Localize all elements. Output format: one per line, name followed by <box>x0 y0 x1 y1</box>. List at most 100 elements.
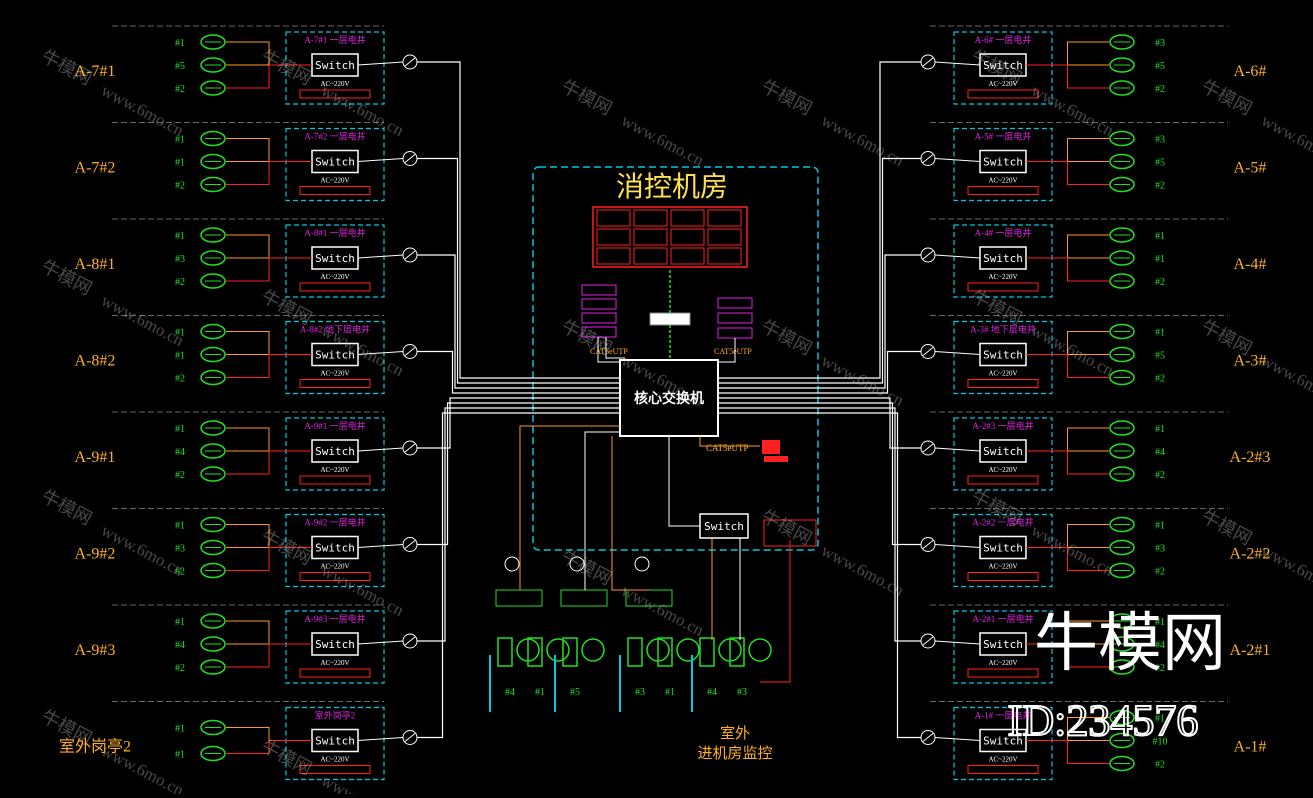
building-label: A-9#3 <box>75 642 116 659</box>
svg-text:牛模网: 牛模网 <box>558 316 615 359</box>
camera-icon <box>200 613 226 629</box>
decoder-stack-left: CAT5eUTP <box>581 284 628 356</box>
camera-icon <box>200 227 226 243</box>
electric-well-label: A-3# 地下层电井 <box>970 324 1036 335</box>
camera-number: #2 <box>1155 374 1165 385</box>
camera-number: #1 <box>175 724 185 735</box>
svg-text:www.6mo.cn: www.6mo.cn <box>1028 81 1117 140</box>
svg-text:www.6mo.cn: www.6mo.cn <box>1258 351 1313 410</box>
building-label: A-7#2 <box>75 160 116 177</box>
power-box <box>299 765 371 774</box>
camera-number: #3 <box>1155 135 1165 146</box>
camera-icon <box>200 443 226 459</box>
electric-well-box <box>953 610 1053 684</box>
building-label: A-2#1 <box>1230 642 1271 659</box>
svg-text:牛模网: 牛模网 <box>558 76 615 119</box>
svg-text:牛模网: 牛模网 <box>258 736 315 779</box>
camera-icon <box>200 346 226 363</box>
camera-number: #1 <box>1155 254 1165 265</box>
power-box <box>299 89 371 99</box>
camera-icon <box>200 659 226 675</box>
camera-number: #5 <box>175 61 185 72</box>
cable-label-pc: CAT5eUTP <box>706 443 749 453</box>
fiber-receiver-box <box>495 589 543 607</box>
electric-well-label: A-9#3 一层电井 <box>304 613 365 624</box>
camera-number: #2 <box>175 567 185 578</box>
camera-icon <box>1109 613 1135 629</box>
bottom-camera-group-1: #5 <box>554 556 608 712</box>
core-switch-label: 核心交换机 <box>634 390 704 407</box>
dome-camera-icon <box>676 638 700 662</box>
power-label: AC~220V <box>320 80 349 88</box>
camera-number: #1 <box>535 687 545 698</box>
camera-icon <box>1109 34 1135 50</box>
camera-number: #2 <box>1155 470 1165 481</box>
camera-number: #2 <box>175 663 185 674</box>
camera-number: #1 <box>175 424 185 435</box>
camera-icon <box>200 250 226 266</box>
camera-icon <box>1109 420 1135 436</box>
electric-well-box <box>285 127 385 202</box>
power-label: AC~220V <box>988 563 1017 571</box>
building-label: A-3# <box>1234 353 1267 370</box>
svg-text:牛模网: 牛模网 <box>1198 76 1255 119</box>
electric-well-label: A-8#1 一层电井 <box>304 227 365 238</box>
bottom-camera-group-0: #4#1 <box>489 556 570 712</box>
camera-number: #2 <box>1155 277 1165 288</box>
electric-well-box <box>953 320 1053 395</box>
camera-icon <box>200 466 226 482</box>
camera-number: #4 <box>1155 640 1165 651</box>
access-switch-label: Switch <box>315 59 355 72</box>
access-switch-label: Switch <box>315 638 355 651</box>
camera-number: #1 <box>1155 231 1165 242</box>
camera-number: #2 <box>1155 663 1165 674</box>
electric-well-box <box>285 706 385 781</box>
camera-number: #1 <box>175 328 185 339</box>
access-switch-label: Switch <box>983 542 1023 555</box>
svg-text:牛模网: 牛模网 <box>758 506 815 549</box>
camera-number: #1 <box>175 135 185 146</box>
camera-icon <box>1109 323 1135 340</box>
camera-number: #2 <box>175 470 185 481</box>
power-box <box>299 282 371 292</box>
access-switch-label: Switch <box>315 156 355 169</box>
power-box <box>967 765 1039 774</box>
camera-icon <box>1109 176 1135 193</box>
fiber-transceiver-icon <box>504 556 520 572</box>
electric-well-label: A-7#1 一层电井 <box>304 34 365 45</box>
power-box <box>967 475 1039 485</box>
camera-icon <box>1109 516 1135 533</box>
camera-number: #1 <box>1155 521 1165 532</box>
camera-number: #2 <box>175 84 185 95</box>
electric-well-label: A-7#2 一层电井 <box>304 131 365 142</box>
building-label: 室外岗亭2 <box>59 738 131 756</box>
bottom-camera-group-3: #4#3 <box>691 637 772 712</box>
power-box <box>299 379 371 388</box>
electric-well-label: 室外岗亭2 <box>315 710 356 721</box>
monitor-pc-icon <box>762 440 788 462</box>
camera-number: #1 <box>1155 617 1165 628</box>
power-label: AC~220V <box>320 370 349 378</box>
power-label: AC~220V <box>988 177 1017 185</box>
sub-switch-label: Switch <box>704 520 744 533</box>
box-camera-icon <box>497 637 513 667</box>
camera-number: #3 <box>175 544 185 555</box>
camera-icon <box>200 80 226 96</box>
electric-well-box <box>285 224 385 298</box>
power-label: AC~220V <box>320 756 349 764</box>
camera-icon <box>200 539 226 556</box>
camera-number: #3 <box>1155 38 1165 49</box>
power-label: AC~220V <box>988 466 1017 474</box>
access-switch-label: Switch <box>983 59 1023 72</box>
power-label: AC~220V <box>988 370 1017 378</box>
svg-text:www.6mo.cn: www.6mo.cn <box>618 111 707 170</box>
box-camera-icon <box>627 637 643 667</box>
camera-icon <box>1109 80 1135 96</box>
electric-well-box <box>953 31 1053 105</box>
access-switch-label: Switch <box>315 542 355 555</box>
camera-icon <box>1109 130 1135 147</box>
fiber-receiver-box <box>560 589 608 607</box>
